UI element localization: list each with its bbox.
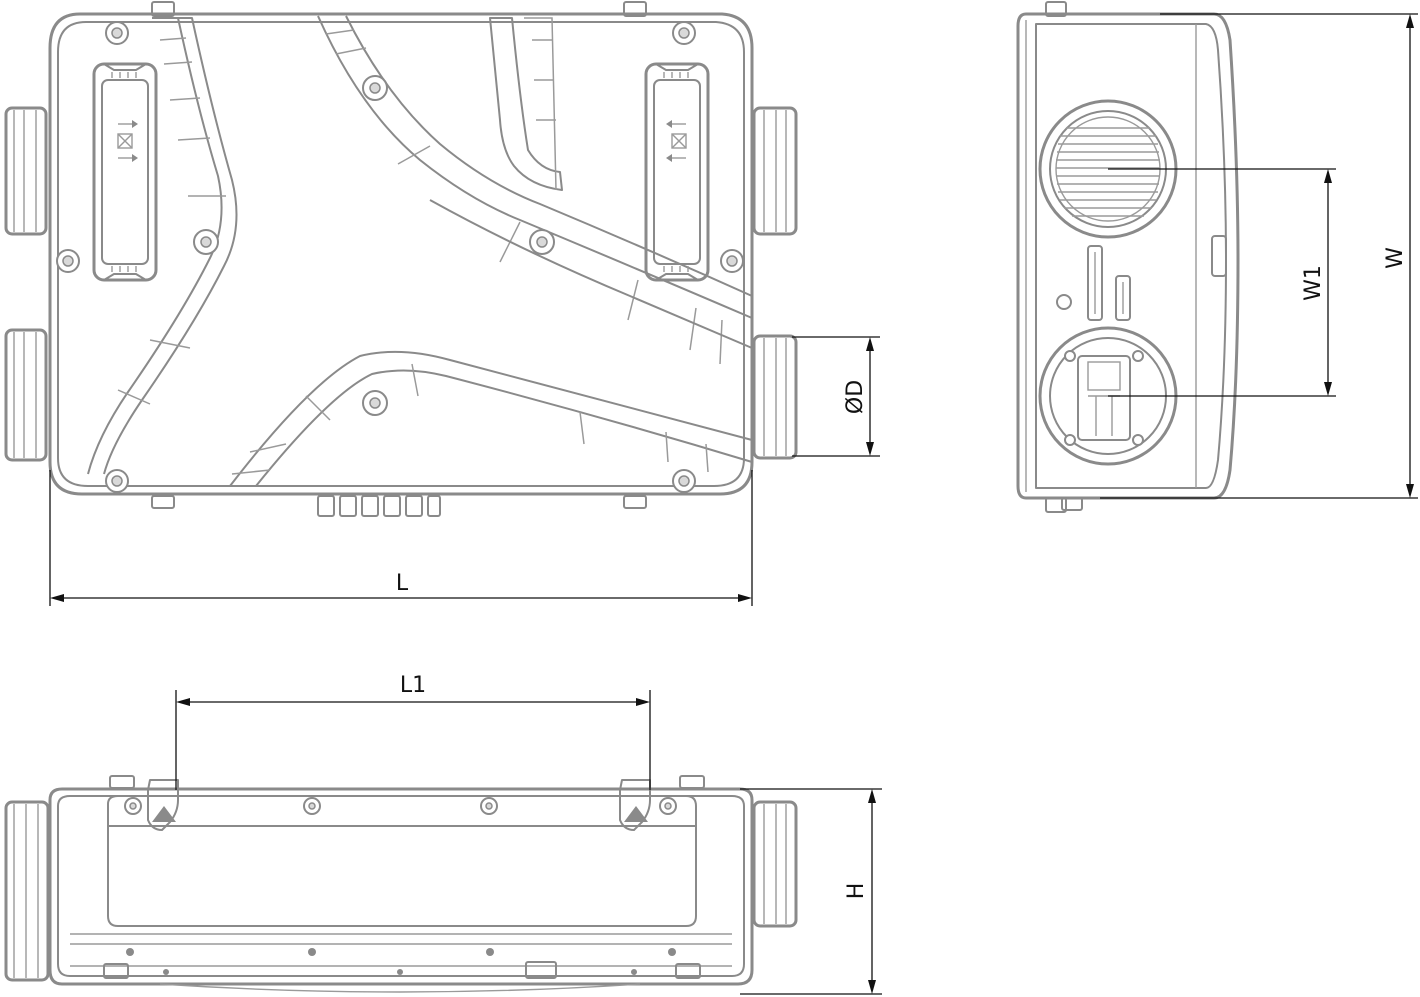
dimension-l: L <box>49 470 753 606</box>
front-view-screws <box>103 797 701 979</box>
dimension-w1: W1 <box>1108 168 1336 397</box>
left-duct-collars <box>4 106 48 462</box>
dimension-label-h: H <box>844 883 869 900</box>
dimension-diameter: ØD <box>792 336 880 457</box>
top-view-housing <box>48 12 754 496</box>
dimension-w: W <box>1100 13 1418 499</box>
right-duct-collars <box>752 106 798 460</box>
top-view-screws <box>56 21 744 493</box>
left-access-panel <box>92 62 158 282</box>
dimension-label-w1: W1 <box>1301 265 1326 301</box>
side-view-housing <box>1016 12 1240 500</box>
airflow-symbol-icon <box>666 120 687 162</box>
right-access-panel <box>644 62 710 282</box>
dimension-label-w: W <box>1383 247 1408 269</box>
dimension-label-l1: L1 <box>400 673 426 698</box>
dimension-h: H <box>740 788 882 995</box>
top-view: L ØD <box>4 1 880 606</box>
side-view: W W1 <box>1016 1 1418 513</box>
airflow-symbol-icon <box>117 120 138 162</box>
dimension-label-l: L <box>396 571 409 596</box>
terminal-connectors <box>317 495 441 517</box>
front-view-housing <box>48 787 754 986</box>
dimension-label-diameter: ØD <box>843 380 868 414</box>
dimension-l1: L1 <box>175 673 651 790</box>
front-view: L1 H <box>4 673 882 995</box>
mounting-brackets <box>109 775 705 831</box>
